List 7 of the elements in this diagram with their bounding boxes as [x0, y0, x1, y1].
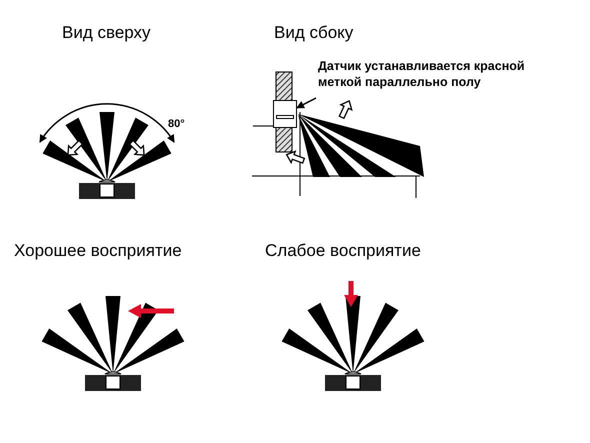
heading: Хорошее восприятие: [14, 240, 182, 262]
heading: Слабое восприятие: [265, 240, 421, 262]
angle-label: 80°: [168, 117, 185, 132]
callout-text: Датчик устанавливается красной меткой параллельно полу: [318, 58, 548, 90]
sensor-box: [273, 100, 297, 128]
heading: Вид сверху: [62, 22, 151, 44]
heading: Вид сбоку: [274, 22, 354, 44]
